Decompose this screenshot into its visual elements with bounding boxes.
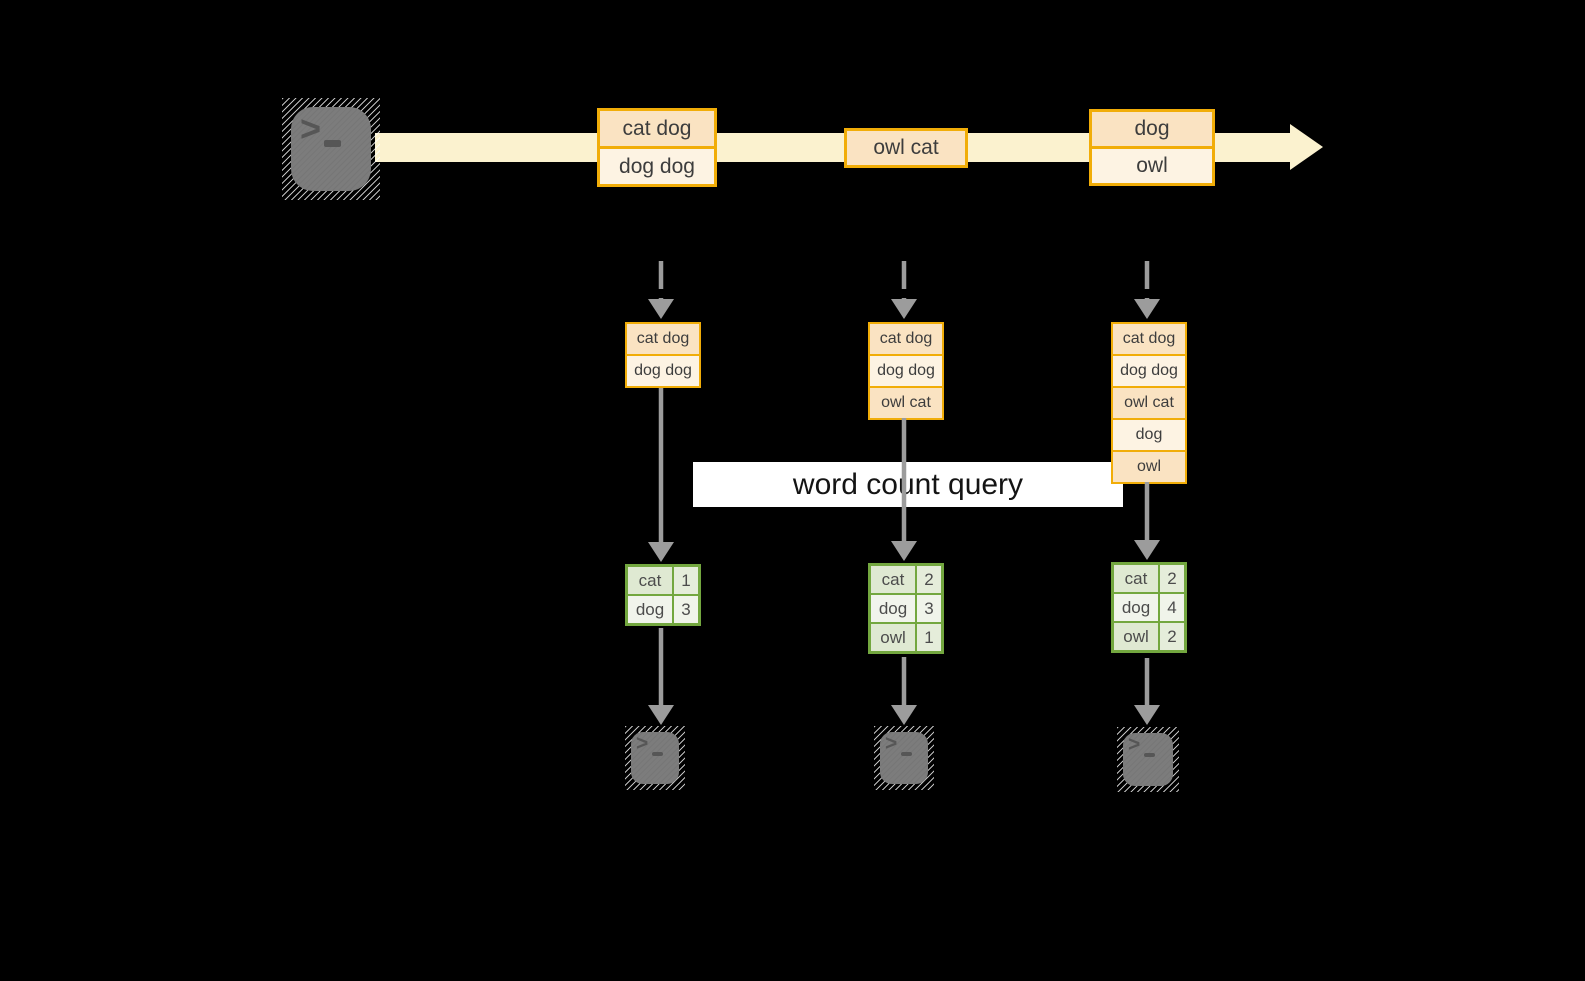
count-cell: 2 [915,563,944,595]
output-terminal-icon-3: > [1117,727,1179,792]
prompt-chevron-icon: > [1128,733,1141,756]
count-cell: 3 [672,594,701,626]
prompt-underscore-icon [652,752,663,756]
word-cell: dog [868,593,917,624]
stream-arrowhead-icon [1290,124,1323,170]
flow-arrow-icon [1134,658,1160,725]
word-cell: dog [1111,592,1160,623]
prompt-chevron-icon: > [300,108,322,149]
prompt-underscore-icon [1144,753,1155,757]
log-cell: owl cat [870,386,942,418]
count-cell: 3 [915,593,944,624]
log-cell: dog dog [627,354,699,386]
record-cell: dog dog [600,146,714,184]
log-cell: cat dog [627,324,699,354]
log-cell: dog dog [1113,354,1185,386]
query-banner: word count query [693,462,1123,507]
flow-arrow-icon [891,657,917,725]
flow-arrow-icon [891,418,917,561]
word-cell: cat [625,564,674,596]
count-cell: 4 [1158,592,1187,623]
output-terminal-icon-1: > [625,726,685,790]
table-row: cat 2 [1111,562,1187,594]
word-cell: dog [625,594,674,626]
source-terminal-icon: > [282,98,380,200]
count-cell: 2 [1158,621,1187,653]
table-row: cat 1 [625,564,701,596]
record-cell: owl [1092,146,1212,183]
count-cell: 1 [915,622,944,654]
prompt-chevron-icon: > [885,732,898,755]
log-cell: owl cat [1113,386,1185,418]
count-cell: 2 [1158,562,1187,594]
log-cell: cat dog [870,324,942,354]
terminal-icon: > [291,107,371,191]
dashed-arrow-icon [1134,261,1160,319]
table-row: dog 3 [625,594,701,626]
dashed-arrow-icon [648,261,674,319]
prompt-underscore-icon [324,140,341,147]
count-table-1: cat 1 dog 3 [625,564,701,626]
dashed-arrow-icon [891,261,917,319]
record-cell: dog [1092,112,1212,146]
prompt-chevron-icon: > [636,732,649,755]
count-cell: 1 [672,564,701,596]
timeline-batch-3: dog owl [1089,109,1215,186]
flow-arrow-icon [648,628,674,725]
word-cell: owl [868,622,917,654]
output-terminal-icon-2: > [874,726,934,790]
prompt-underscore-icon [901,752,912,756]
count-table-2: cat 2 dog 3 owl 1 [868,563,944,654]
stream-log-stack-1: cat dog dog dog [625,322,701,388]
word-cell: owl [1111,621,1160,653]
record-cell: cat dog [600,111,714,146]
log-cell: owl [1113,450,1185,482]
record-cell: owl cat [847,131,965,165]
count-table-3: cat 2 dog 4 owl 2 [1111,562,1187,653]
log-cell: dog [1113,418,1185,450]
flow-arrow-icon [648,388,674,562]
log-cell: cat dog [1113,324,1185,354]
stream-log-stack-3: cat dog dog dog owl cat dog owl [1111,322,1187,484]
table-row: cat 2 [868,563,944,595]
stream-log-stack-2: cat dog dog dog owl cat [868,322,944,420]
table-row: owl 2 [1111,621,1187,653]
word-cell: cat [1111,562,1160,594]
terminal-icon: > [631,732,679,784]
timeline-batch-2: owl cat [844,128,968,168]
word-cell: cat [868,563,917,595]
table-row: dog 3 [868,593,944,624]
flow-arrow-icon [1134,482,1160,560]
table-row: dog 4 [1111,592,1187,623]
terminal-icon: > [880,732,928,784]
log-cell: dog dog [870,354,942,386]
terminal-icon: > [1123,733,1173,786]
timeline-batch-1: cat dog dog dog [597,108,717,187]
table-row: owl 1 [868,622,944,654]
